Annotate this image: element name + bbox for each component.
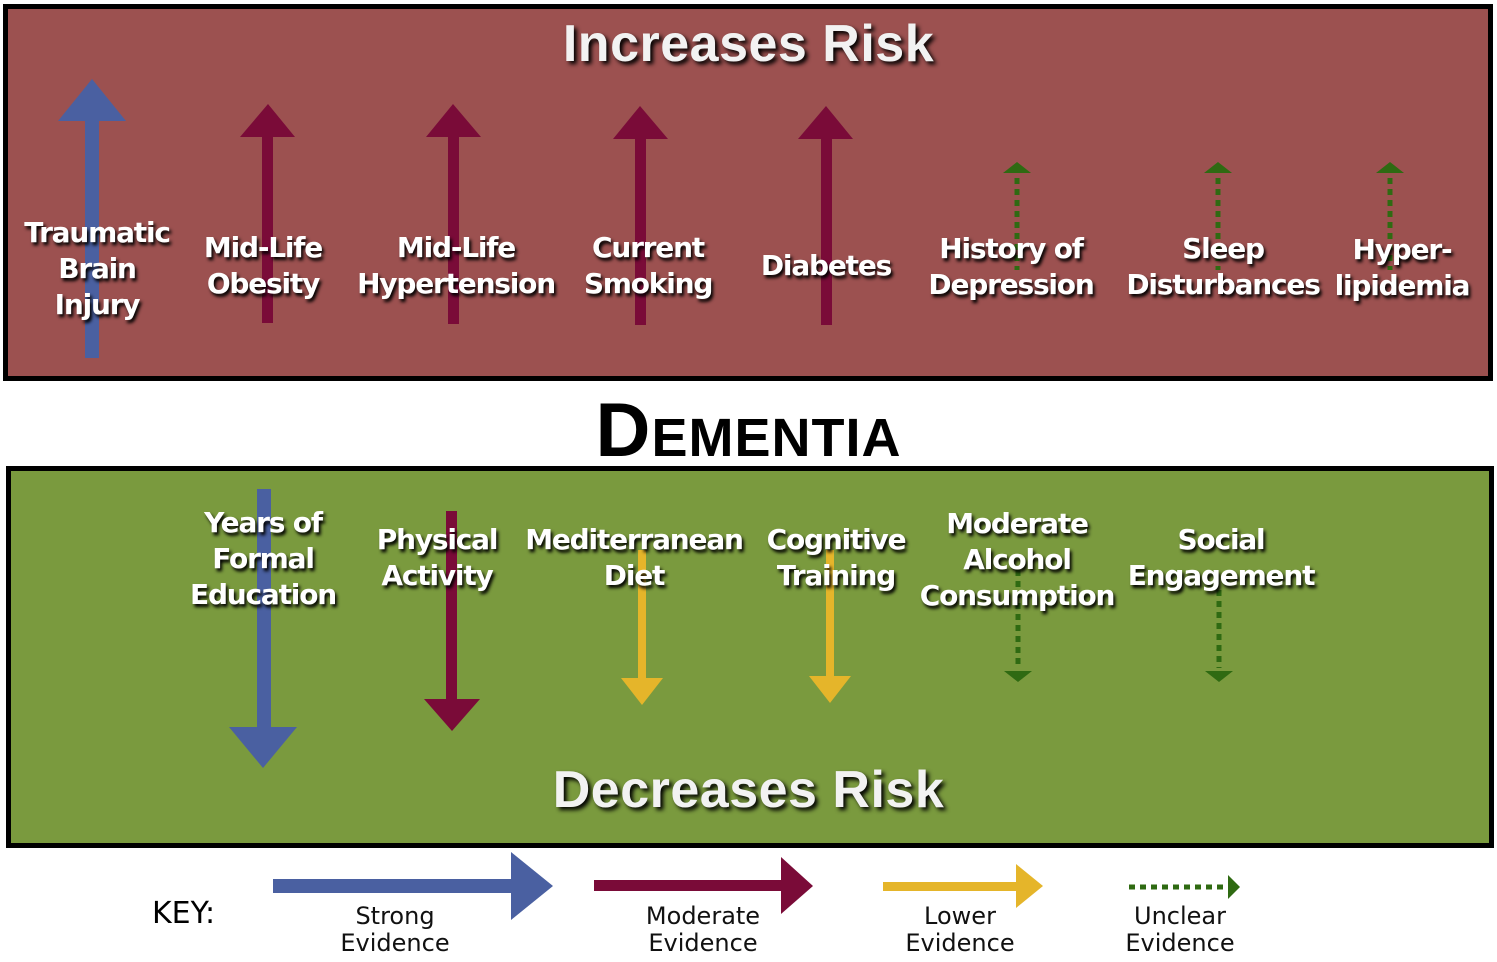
factor-line: Injury [54,288,141,321]
factor-label-years-of-formal-education: Years of Formal Education [190,505,337,613]
dementia-title: DEMENTIA [0,387,1497,474]
key-item-line: Evidence [905,929,1015,957]
factor-line: Hypertension [357,267,556,300]
factor-line: Sleep [1182,232,1265,265]
arrow-up-icon-traumatic-brain-injury [58,79,126,358]
factor-line: Hyper- [1352,233,1453,266]
factor-label-hyperlipidemia: Hyper- lipidemia [1334,232,1471,304]
factor-line: Social [1177,523,1266,556]
factor-line: Obesity [206,267,321,300]
factor-line: Smoking [583,267,714,300]
factor-label-current-smoking: Current Smoking [583,230,714,302]
factor-line: Alcohol [963,543,1072,576]
key-item-line: Lower [924,902,996,930]
increases-risk-heading: Increases Risk [562,15,935,73]
factor-line: Education [190,578,337,611]
decreases-risk-panel [6,466,1494,848]
arrow-down-icon-years-of-formal-education [229,489,297,768]
factor-line: Diet [603,559,666,592]
factor-line: Physical [376,523,499,556]
factor-line: Mid-Life [203,231,323,264]
factor-label-moderate-alcohol-consumption: Moderate Alcohol Consumption [919,506,1116,614]
factor-line: Training [776,559,896,592]
factor-line: Cognitive [766,523,907,556]
factor-line: Formal [212,542,315,575]
arrow-down-icon-mediterranean-diet [621,550,663,705]
factor-line: Depression [928,268,1094,301]
key-item-line: Unclear [1134,902,1226,930]
key-item-unclear: Unclear Evidence [1125,903,1234,957]
factor-line: Diabetes [760,249,892,282]
key-arrow-unclear-icon [1129,875,1240,899]
key-item-lower: Lower Evidence [905,903,1014,957]
key-item-line: Moderate [645,902,761,930]
arrow-up-icon-mid-life-hypertension [426,104,481,324]
factor-line: Mid-Life [396,231,516,264]
factor-label-cognitive-training: Cognitive Training [766,522,907,594]
factor-label-sleep-disturbances: Sleep Disturbances [1126,231,1321,303]
factor-line: lipidemia [1334,269,1471,302]
factor-line: Activity [381,559,493,592]
factor-label-mid-life-obesity: Mid-Life Obesity [203,230,323,302]
dementia-title-rest: EMENTIA [651,408,902,468]
factor-label-social-engagement: Social Engagement [1127,522,1316,594]
factor-line: Mediterranean [525,523,744,556]
arrow-down-icon-physical-activity [424,511,480,731]
increases-risk-panel [3,4,1493,381]
key-arrow-strong-icon [273,852,553,920]
key-arrow-moderate-icon [594,857,813,914]
factor-line: Consumption [919,579,1116,612]
factor-label-mid-life-hypertension: Mid-Life Hypertension [357,230,556,302]
arrow-up-icon-sleep-disturbances [1204,162,1232,270]
arrow-down-icon-cognitive-training [809,550,851,703]
factor-line: Moderate [946,507,1089,540]
arrow-up-icon-mid-life-obesity [240,104,295,323]
key-item-line: Evidence [648,929,758,957]
decreases-risk-heading: Decreases Risk [552,761,945,819]
factor-line: Current [591,231,705,264]
factor-line: History of [939,232,1084,265]
arrow-up-icon-history-of-depression [1003,162,1031,270]
arrow-up-icon-hyperlipidemia [1376,162,1404,270]
key-item-strong: Strong Evidence [340,903,449,957]
factor-label-history-of-depression: History of Depression [928,231,1094,303]
factor-line: Years of [204,506,323,539]
arrow-down-icon-moderate-alcohol-consumption [1004,570,1032,682]
key-label: KEY: [152,896,216,931]
factor-line: Brain [58,252,137,285]
key-item-line: Strong [355,902,435,930]
arrow-up-icon-current-smoking [613,106,668,325]
key-arrow-lower-icon [883,864,1043,908]
factor-label-traumatic-brain-injury: Traumatic Brain Injury [24,215,171,323]
factor-label-mediterranean-diet: Mediterranean Diet [525,522,744,594]
arrow-up-icon-diabetes [798,106,853,325]
arrow-down-icon-social-engagement [1205,590,1233,682]
factor-line: Traumatic [24,216,171,249]
dementia-title-initial: D [595,388,652,473]
key-item-moderate: Moderate Evidence [646,903,760,957]
factor-label-physical-activity: Physical Activity [376,522,499,594]
factor-label-diabetes: Diabetes [760,248,892,284]
factor-line: Engagement [1127,559,1316,592]
key-item-line: Evidence [1125,929,1235,957]
factor-line: Disturbances [1126,268,1321,301]
key-item-line: Evidence [340,929,450,957]
